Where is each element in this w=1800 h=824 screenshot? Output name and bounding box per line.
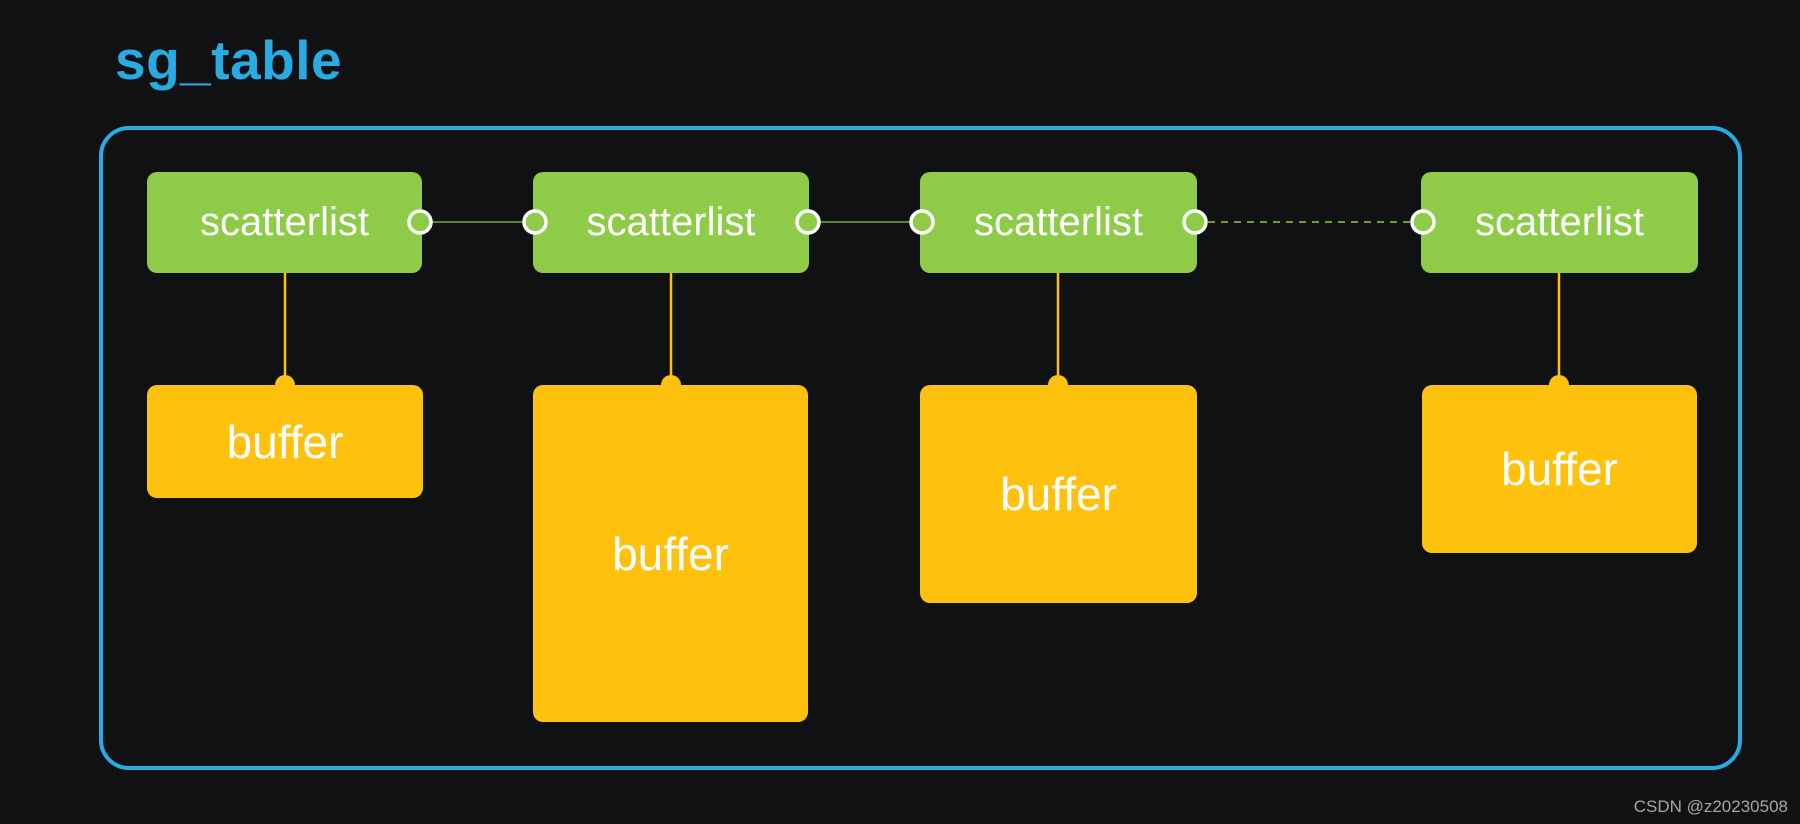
scatterlist-node-2: scatterlist [533, 172, 809, 273]
scatterlist-node-1: scatterlist [147, 172, 422, 273]
scatterlist-label: scatterlist [586, 200, 756, 244]
watermark: CSDN @z20230508 [1633, 797, 1788, 816]
scatterlist-label: scatterlist [974, 200, 1143, 244]
buffer-label: buffer [612, 527, 729, 580]
scatterlist-node-3: scatterlist [920, 172, 1197, 273]
buffer-node-2: buffer [533, 385, 808, 722]
buffer-node-4: buffer [1422, 385, 1697, 553]
page-title: sg_table [115, 29, 343, 91]
scatterlist-node-4: scatterlist [1421, 172, 1698, 273]
buffer-label: buffer [1501, 443, 1618, 495]
sg-table-frame [99, 126, 1742, 770]
buffer-node-1: buffer [147, 385, 423, 498]
buffer-label: buffer [226, 415, 344, 468]
buffer-label: buffer [1000, 468, 1117, 520]
scatterlist-label: scatterlist [1475, 200, 1644, 244]
buffer-node-3: buffer [920, 385, 1197, 603]
scatterlist-label: scatterlist [200, 200, 369, 244]
